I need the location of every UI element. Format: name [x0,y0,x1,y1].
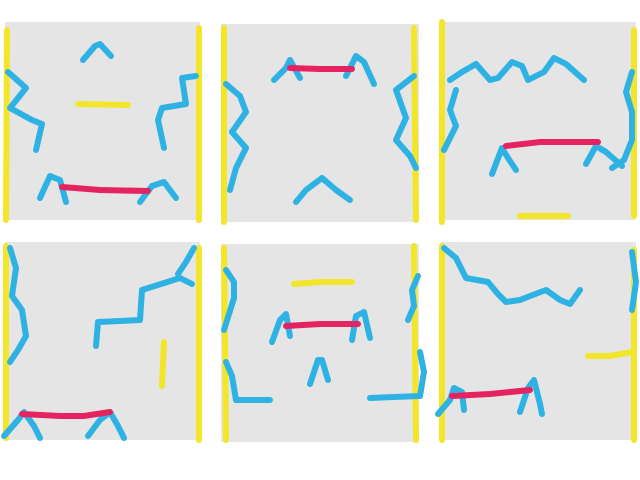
panel-5-blue-right-leg [349,309,373,343]
panel-6-yellow-dash [585,349,635,359]
panel-5-blue-peak [307,357,331,387]
panel-5-blue-bottom-right [367,349,427,401]
panel-3-blue-right-edge [609,69,635,171]
panel-5-background [221,244,419,442]
panel-6-blue-top-edge [441,245,583,307]
panel-1-blue-left-edge [5,69,45,153]
panel-5-blue-bottom-left [223,359,273,403]
panel-3-blue-zigzag-top [447,55,587,83]
panel-5-red-bar [283,321,361,329]
panel-6-red-bar [449,387,533,399]
panel-4 [1,242,202,443]
panel-4-yellow-dash [159,339,167,389]
panel-3-red-bar [503,139,601,149]
panel-1-left-wall [3,27,10,223]
panel-2-right-wall [411,25,419,223]
panel-4-blue-left-edge [7,245,29,365]
panel-1-blue-right-edge [155,73,199,151]
panel-4-blue-top-right [175,245,197,277]
panel-5-blue-left-edge [221,267,237,333]
panel-6-blue-right-leg [517,377,545,417]
panel-2-blue-peak [293,175,353,205]
panel-3-blue-right-leg [583,143,625,169]
panel-1-red-bar [59,184,151,194]
panel-6 [435,242,639,443]
panel-5-blue-right-edge [405,273,421,323]
panel-2-blue-left-edge [223,81,249,193]
panel-4-blue-staircase [93,275,195,349]
panel-1-blue-right-leg [137,179,179,205]
panel-3-blue-left-leg [489,145,519,177]
panel-1-blue-left-leg [37,173,69,205]
panel-4-red-bar [19,409,113,419]
panel-2 [221,24,419,225]
panel-5 [221,243,427,443]
panel-1 [3,22,202,223]
panel-2-blue-right-edge [393,73,419,171]
panel-1-blue-peak [80,41,114,63]
panel-2-background [221,24,419,222]
panel-5-yellow-dash [291,279,355,287]
panel-2-red-bar [287,65,355,72]
panel-3-background [441,22,636,220]
panel-4-background [5,242,200,440]
panel-3 [439,19,637,225]
panel-3-blue-left-edge [441,87,459,153]
panel-1-yellow-dash [75,101,131,108]
panel-6-blue-right-edge [629,249,639,313]
panel-5-left-wall [221,245,229,443]
